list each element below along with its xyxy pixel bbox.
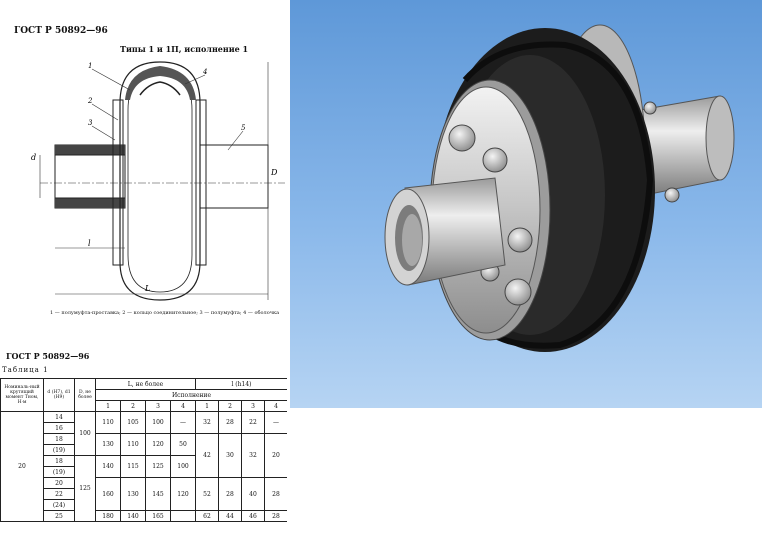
l-cell: 46 [241,510,265,522]
L-cell: 140 [120,510,146,522]
l-cell: 28 [264,477,287,511]
table-title: Таблица 1 [2,366,49,374]
col-l-header: l (h14) [195,378,287,390]
d-cell: 22 [43,488,75,500]
L-cell: 120 [145,433,171,456]
right-shaft [639,95,735,197]
dim-d: d [31,153,36,162]
d-cell: 20 [43,477,75,489]
L-cell: 130 [95,433,121,456]
L-cell: 160 [95,477,121,511]
L-cell: 115 [120,455,146,478]
front-shaft [384,177,506,286]
rubber-shell [119,61,201,301]
l-cell: 44 [218,510,242,522]
l-cell: 30 [218,433,242,478]
second-header: ГОСТ Р 50892—96 [6,351,90,361]
l-cell: 28 [218,477,242,511]
dimensions-table: Номиналь-ный крутящий момент Tном, Н·м d… [0,378,287,522]
leader-1: 1 [88,62,92,70]
leader-2: 2 [87,97,93,105]
drawing-caption: 1 — полумуфта-проставка; 2 — кольцо соед… [50,310,280,316]
sub-header: 2 [218,400,242,412]
bolt-heads [448,101,680,306]
leader-3: 3 [88,119,93,127]
sub-header: 4 [264,400,287,412]
l-cell: 28 [218,411,242,434]
l-cell: 22 [241,411,265,434]
sub-header: 1 [95,400,121,412]
d-cell: 25 [43,510,75,522]
L-cell: 125 [145,455,171,478]
torque-cell: 20 [0,411,44,522]
L-cell: 100 [170,455,196,478]
d-cell: 18 [43,455,75,467]
D-cell: 100 [74,411,96,456]
l-cell: — [264,411,287,434]
l-cell: 62 [195,510,219,522]
L-cell: 145 [145,477,171,511]
sub-header: 1 [195,400,219,412]
coupling-3d-model [384,24,735,352]
d-cell: 18 [43,433,75,445]
d-cell: (19) [43,466,75,478]
d-cell: (19) [43,444,75,456]
l-cell: 40 [241,477,265,511]
l-cell: 28 [264,510,287,522]
left-hub [54,144,126,209]
gost-sheet: ГОСТ Р 50892—96 Типы 1 и 1П, исполнение … [0,0,290,542]
l-cell: 32 [241,433,265,478]
leader-4: 4 [202,68,207,76]
L-cell: 120 [170,477,196,511]
dim-l: l [88,239,91,248]
L-cell: 165 [145,510,171,522]
L-cell: 50 [170,433,196,456]
d-cell: 16 [43,422,75,434]
L-cell [170,510,196,522]
l-cell: 32 [195,411,219,434]
L-cell: 110 [95,411,121,434]
D-cell: 125 [74,455,96,522]
coupling-drawing: D d l L 1 2 3 4 5 [31,61,285,301]
execution-header: Исполнение [95,389,287,401]
document-header: ГОСТ Р 50892—96 [14,26,108,36]
d-cell: 14 [43,411,75,423]
sub-header: 3 [145,400,171,412]
col-L-header: L, не более [95,378,196,390]
d-cell: (24) [43,499,75,511]
sub-header: 4 [170,400,196,412]
L-cell: 140 [95,455,121,478]
dim-D: D [270,168,278,177]
L-cell: 180 [95,510,121,522]
dim-L: L [144,284,150,293]
drawing-title: Типы 1 и 1П, исполнение 1 [120,44,249,54]
coupling-3d-render [290,0,762,408]
L-cell: 105 [120,411,146,434]
sub-header: 3 [241,400,265,412]
L-cell: 130 [120,477,146,511]
L-cell: 100 [145,411,171,434]
leader-5: 5 [241,124,246,132]
l-cell: 42 [195,433,219,478]
right-hub [199,144,269,209]
l-cell: 20 [264,433,287,478]
l-cell: 52 [195,477,219,511]
col-D-header: D, не более [74,378,96,412]
sub-header: 2 [120,400,146,412]
L-cell: — [170,411,196,434]
col-d-header: d (H7), d1 (H9) [43,378,75,412]
col-torque-header: Номиналь-ный крутящий момент Tном, Н·м [0,378,44,412]
L-cell: 110 [120,433,146,456]
